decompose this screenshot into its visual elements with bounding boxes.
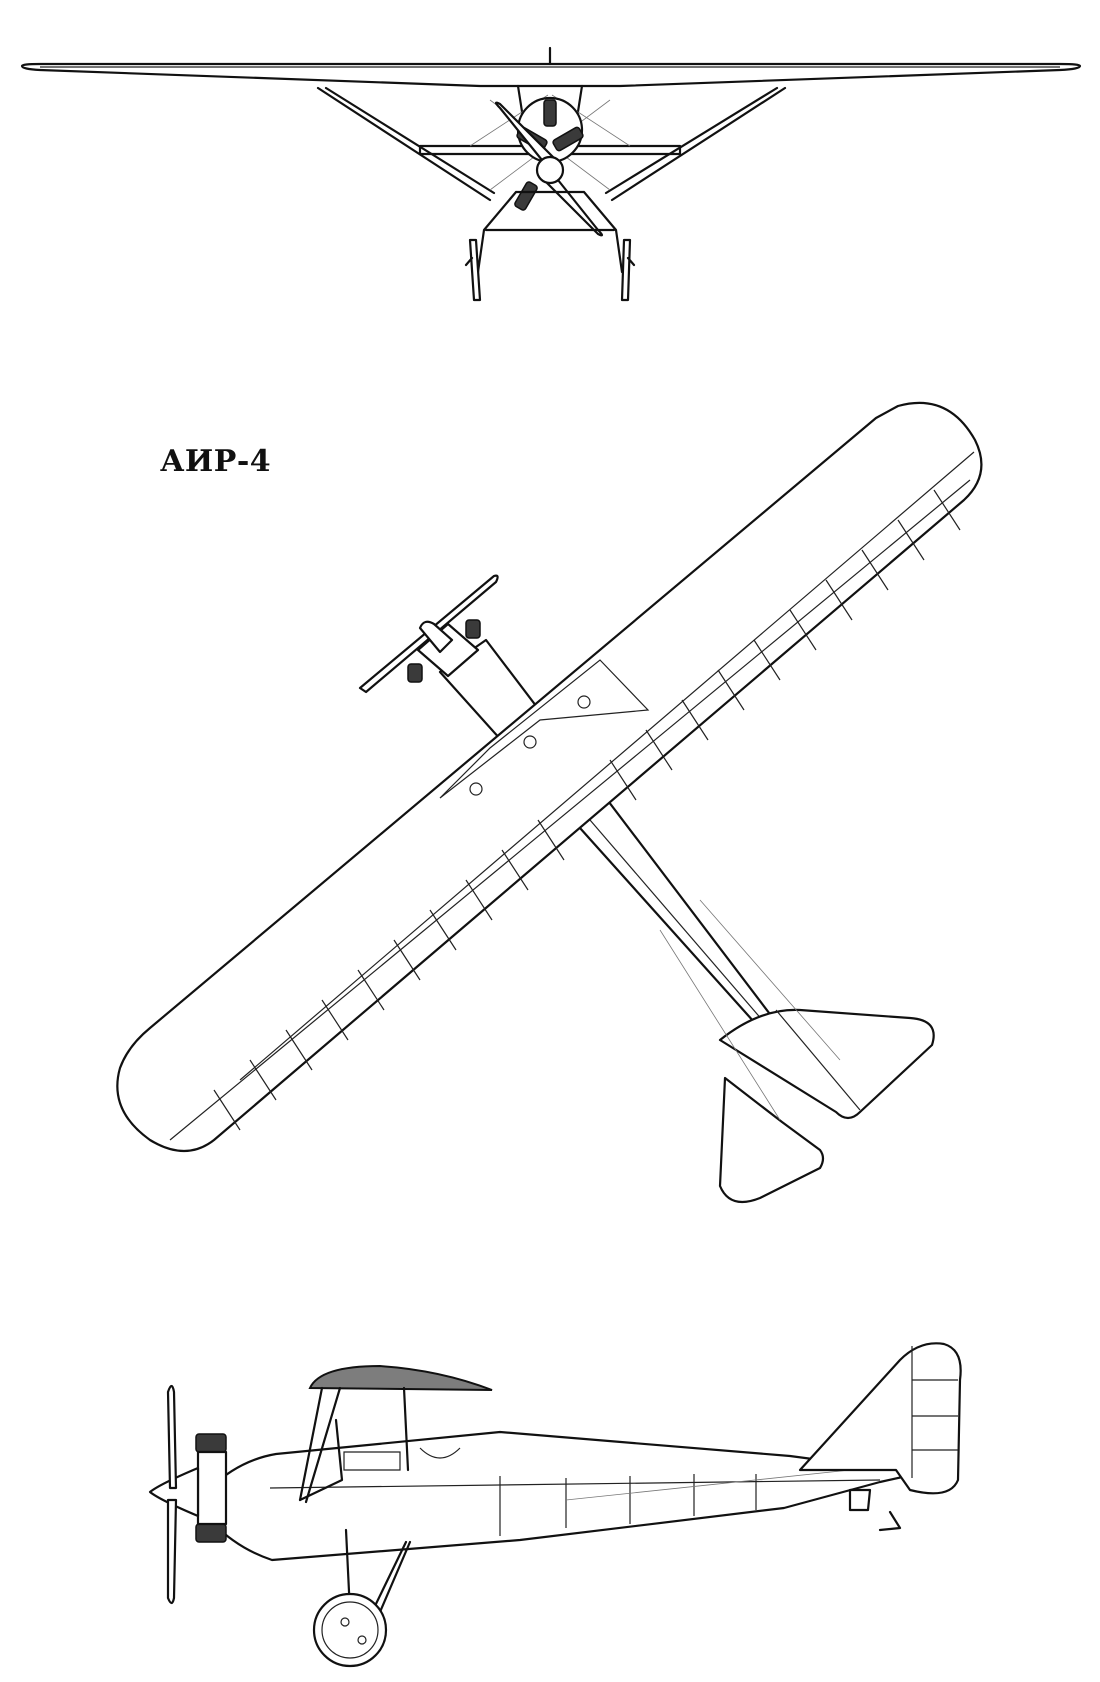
side-tail	[798, 1342, 962, 1532]
top-wing	[116, 401, 983, 1152]
front-upper-wing	[20, 62, 1082, 88]
side-engine	[195, 1433, 228, 1543]
side-view	[148, 1342, 962, 1668]
front-landing-gear	[476, 190, 624, 274]
side-upper-wing	[308, 1364, 493, 1391]
side-propeller	[148, 1384, 200, 1605]
aircraft-title: АИР-4	[160, 444, 272, 479]
side-fuselage	[208, 1430, 918, 1562]
top-view	[116, 401, 983, 1204]
front-wing-struts	[316, 86, 787, 202]
side-landing-gear	[312, 1528, 412, 1668]
front-view	[20, 46, 1082, 302]
front-lower-wing	[418, 144, 682, 156]
side-wheel	[312, 1592, 388, 1668]
top-engine-propeller	[358, 574, 499, 694]
top-tail	[718, 1008, 935, 1204]
